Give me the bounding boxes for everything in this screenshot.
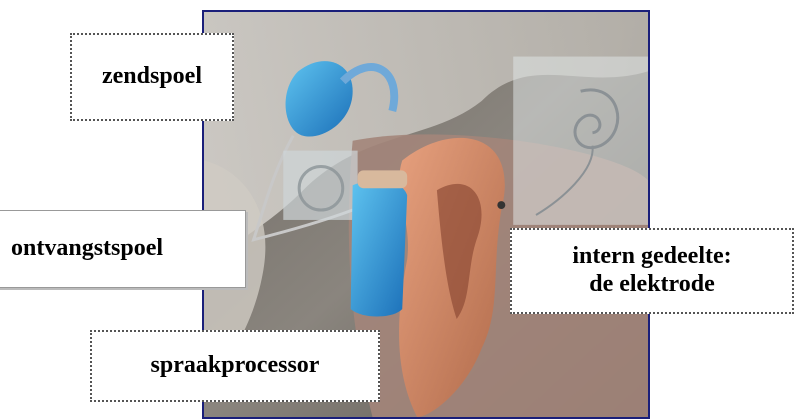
label-intern-line2: de elektrode — [589, 271, 715, 299]
label-ontvangstspoel: ontvangstspoel — [0, 210, 246, 288]
label-ontvangstspoel-text: ontvangstspoel — [11, 235, 163, 263]
label-spraakprocessor: spraakprocessor — [90, 330, 380, 402]
label-zendspoel: zendspoel — [70, 33, 234, 121]
label-intern-gedeelte: intern gedeelte: de elektrode — [510, 228, 794, 314]
label-zendspoel-text: zendspoel — [102, 63, 202, 91]
label-intern-line1: intern gedeelte: — [572, 243, 731, 271]
label-spraakprocessor-text: spraakprocessor — [151, 352, 320, 380]
